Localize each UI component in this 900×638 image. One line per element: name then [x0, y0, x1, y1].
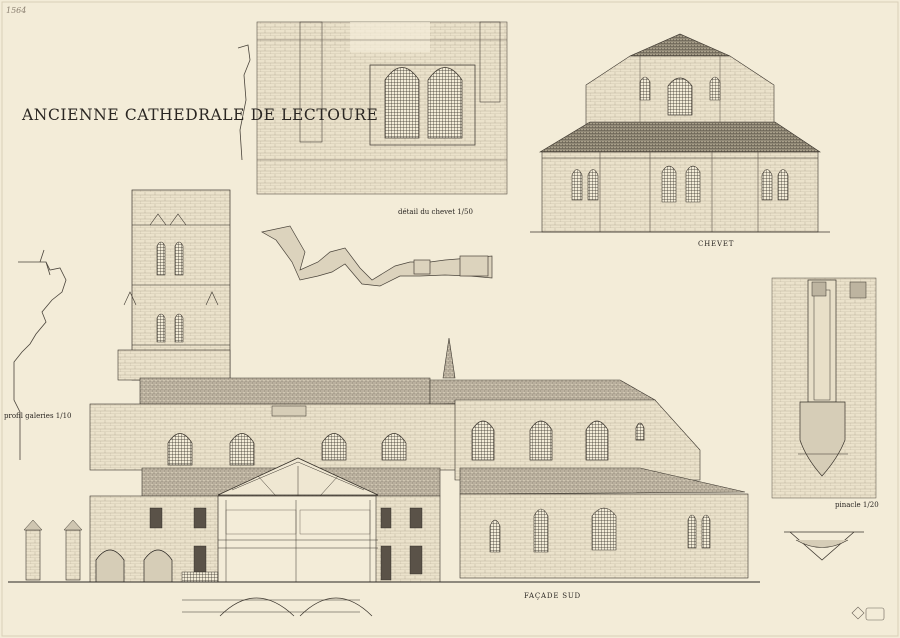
archive-stamp	[851, 606, 885, 621]
pinacle-drawing	[771, 277, 877, 561]
label-detail-chevet: détail du chevet 1/50	[398, 208, 473, 216]
chevet-elevation	[530, 33, 830, 233]
profil-galeries	[13, 249, 67, 460]
label-profil-galeries: profil galeries 1/10	[4, 412, 72, 420]
drawing-title: ANCIENNE CATHEDRALE DE LECTOURE	[22, 106, 379, 124]
plan-fragment	[261, 225, 493, 287]
facade-sud-elevation	[8, 189, 760, 617]
label-pinacle: pinacle 1/20	[835, 501, 879, 509]
pencil-catalog-note: 1564	[6, 6, 27, 15]
label-chevet: CHEVET	[698, 240, 735, 248]
detail-chevet-drawing	[237, 21, 508, 195]
label-facade-sud: FAÇADE SUD	[524, 592, 581, 600]
